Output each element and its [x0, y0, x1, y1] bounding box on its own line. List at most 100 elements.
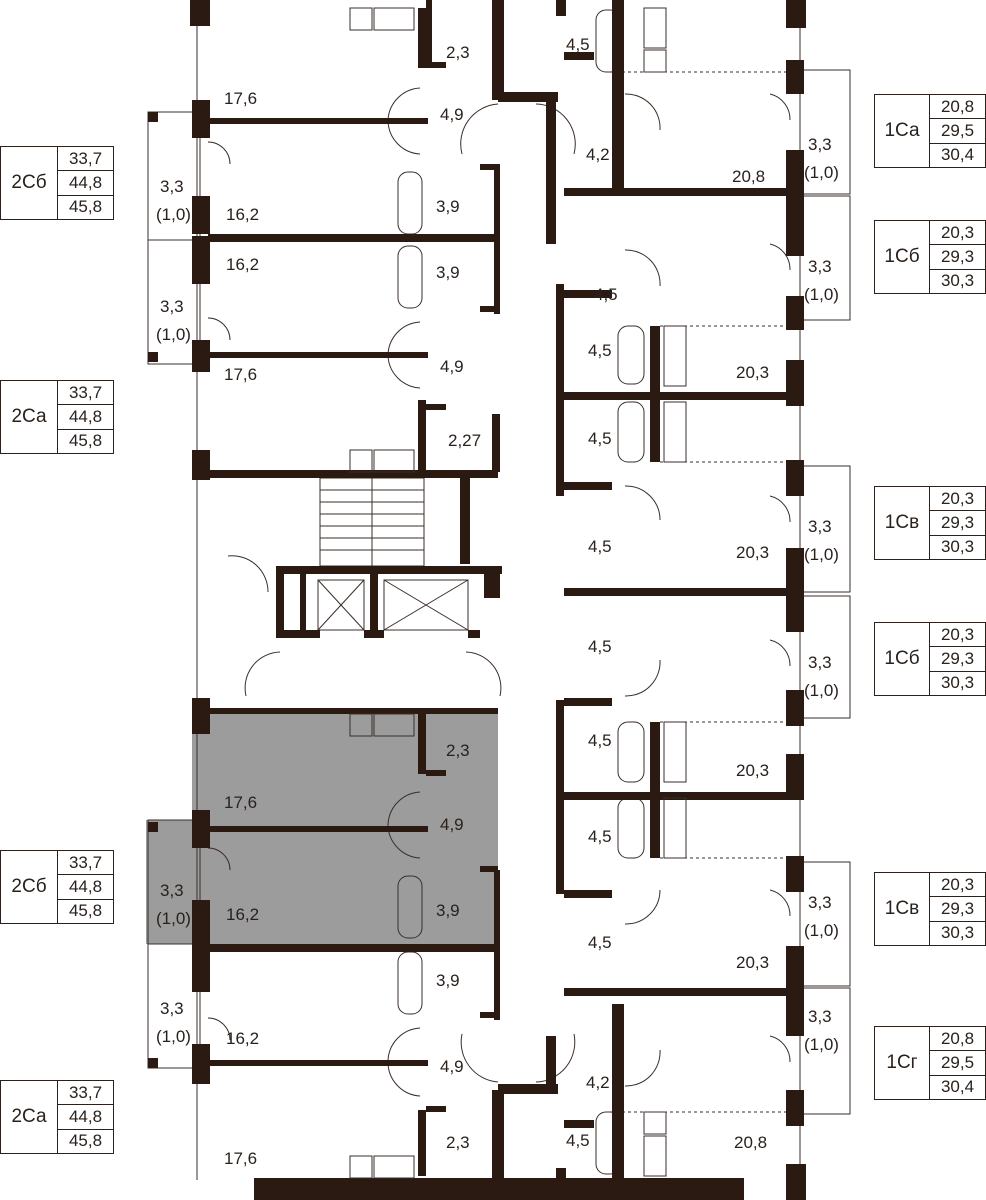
apartment-code: 1Св: [875, 873, 930, 945]
room-label: 2,3: [446, 43, 470, 62]
room-label: 4,5: [588, 341, 612, 360]
room-label: 3,3: [808, 257, 832, 276]
apartment-code: 1Са: [875, 95, 930, 167]
apartment-legend-2sa[interactable]: 2Са 33,7 44,8 45,8: [0, 1080, 114, 1154]
room-label: 3,3: [808, 653, 832, 672]
room-label: 16,2: [226, 255, 259, 274]
room-label: 4,5: [588, 637, 612, 656]
room-label: 3,3: [808, 1007, 832, 1026]
area-total-balcony: 45,8: [68, 901, 103, 921]
room-label: 20,3: [736, 953, 769, 972]
room-label: 17,6: [224, 1149, 257, 1168]
room-label: 4,5: [566, 1131, 590, 1150]
area-living: 20,8: [930, 95, 985, 120]
room-label: 3,9: [436, 263, 460, 282]
room-label: 20,3: [736, 761, 769, 780]
area-living: 20,3: [930, 487, 985, 512]
room-label: 4,5: [588, 537, 612, 556]
apartment-code: 1Сг: [875, 1027, 930, 1099]
area-total-balcony: 30,4: [940, 1077, 975, 1097]
room-label: 3,9: [436, 901, 460, 920]
room-label: 4,5: [588, 731, 612, 750]
room-label: 20,8: [734, 1133, 767, 1152]
room-label: 3,3: [808, 517, 832, 536]
apartment-code: 2Сб: [1, 147, 58, 219]
area-total-balcony: 30,3: [940, 537, 975, 557]
room-label: 2,3: [446, 1133, 470, 1152]
room-label: 4,9: [440, 1057, 464, 1076]
area-total: 29,5: [930, 1051, 985, 1076]
room-label: 3,9: [436, 197, 460, 216]
room-label: 4,9: [440, 815, 464, 834]
room-label: 20,3: [736, 543, 769, 562]
area-total: 29,3: [930, 245, 985, 270]
area-total-balcony: 45,8: [68, 431, 103, 451]
area-living: 20,8: [930, 1027, 985, 1052]
area-total: 44,8: [58, 1105, 113, 1130]
area-total: 29,5: [930, 119, 985, 144]
room-label: 4,2: [586, 145, 610, 164]
room-label: 3,3: [808, 135, 832, 154]
room-label: 16,2: [226, 905, 259, 924]
room-label: 4,2: [586, 1073, 610, 1092]
area-living: 33,7: [58, 1081, 113, 1106]
room-label: (1,0): [804, 921, 839, 940]
room-label: (1,0): [804, 163, 839, 182]
apartment-legend-1sv[interactable]: 1Св 20,3 29,3 30,3: [874, 872, 986, 946]
area-total-balcony: 45,8: [68, 1131, 103, 1151]
area-total-balcony: 45,8: [68, 197, 103, 217]
area-living: 33,7: [58, 851, 113, 876]
apartment-legend-2sa[interactable]: 2Са 33,7 44,8 45,8: [0, 380, 114, 454]
apartment-legend-1sa[interactable]: 1Са 20,8 29,5 30,4: [874, 94, 986, 168]
apartment-legend-1sg[interactable]: 1Сг 20,8 29,5 30,4: [874, 1026, 986, 1100]
area-total: 29,3: [930, 511, 985, 536]
area-total: 44,8: [58, 405, 113, 430]
room-label: 3,3: [160, 881, 184, 900]
room-label: 4,9: [440, 105, 464, 124]
apartment-legend-1sv[interactable]: 1Св 20,3 29,3 30,3: [874, 486, 986, 560]
room-label: 4,5: [588, 429, 612, 448]
area-total: 44,8: [58, 171, 113, 196]
room-label: 3,9: [436, 971, 460, 990]
room-label: 16,2: [226, 205, 259, 224]
apartment-legend-1sb[interactable]: 1Сб 20,3 29,3 30,3: [874, 220, 986, 294]
room-label: 17,6: [224, 793, 257, 812]
walls: [148, 0, 806, 1200]
area-total-balcony: 30,3: [940, 923, 975, 943]
apartment-code: 1Св: [875, 487, 930, 559]
room-label: 3,3: [160, 297, 184, 316]
apartment-code: 2Са: [1, 1081, 58, 1153]
apartment-legend-1sb[interactable]: 1Сб 20,3 29,3 30,3: [874, 622, 986, 696]
area-living: 20,3: [930, 623, 985, 648]
area-living: 33,7: [58, 381, 113, 406]
room-label: (1,0): [804, 285, 839, 304]
room-label: 4,5: [588, 827, 612, 846]
room-label: (1,0): [156, 1027, 191, 1046]
area-living: 33,7: [58, 147, 113, 172]
room-label: 4,9: [440, 357, 464, 376]
room-label: (1,0): [804, 1035, 839, 1054]
room-label: 2,3: [446, 741, 470, 760]
apartment-legend-2sb[interactable]: 2Сб 33,7 44,8 45,8: [0, 850, 114, 924]
area-living: 20,3: [930, 221, 985, 246]
area-total: 29,3: [930, 897, 985, 922]
room-label: 4,5: [594, 285, 618, 304]
room-label: (1,0): [156, 909, 191, 928]
area-total-balcony: 30,4: [940, 145, 975, 165]
room-label: (1,0): [156, 325, 191, 344]
area-total-balcony: 30,3: [940, 271, 975, 291]
room-label: 3,3: [808, 893, 832, 912]
room-labels: 17,6 2,3 4,9 16,2 3,9 3,3 (1,0) 16,2 3,9…: [156, 35, 839, 1168]
room-label: 3,3: [160, 999, 184, 1018]
apartment-code: 1Сб: [875, 623, 930, 695]
apartment-code: 2Сб: [1, 851, 58, 923]
room-label: 4,5: [588, 933, 612, 952]
room-label: 20,8: [732, 167, 765, 186]
room-label: 3,3: [160, 177, 184, 196]
room-label: (1,0): [804, 545, 839, 564]
area-total-balcony: 30,3: [940, 673, 975, 693]
room-label: 17,6: [224, 365, 257, 384]
room-label: 16,2: [226, 1029, 259, 1048]
apartment-legend-2sb[interactable]: 2Сб 33,7 44,8 45,8: [0, 146, 114, 220]
